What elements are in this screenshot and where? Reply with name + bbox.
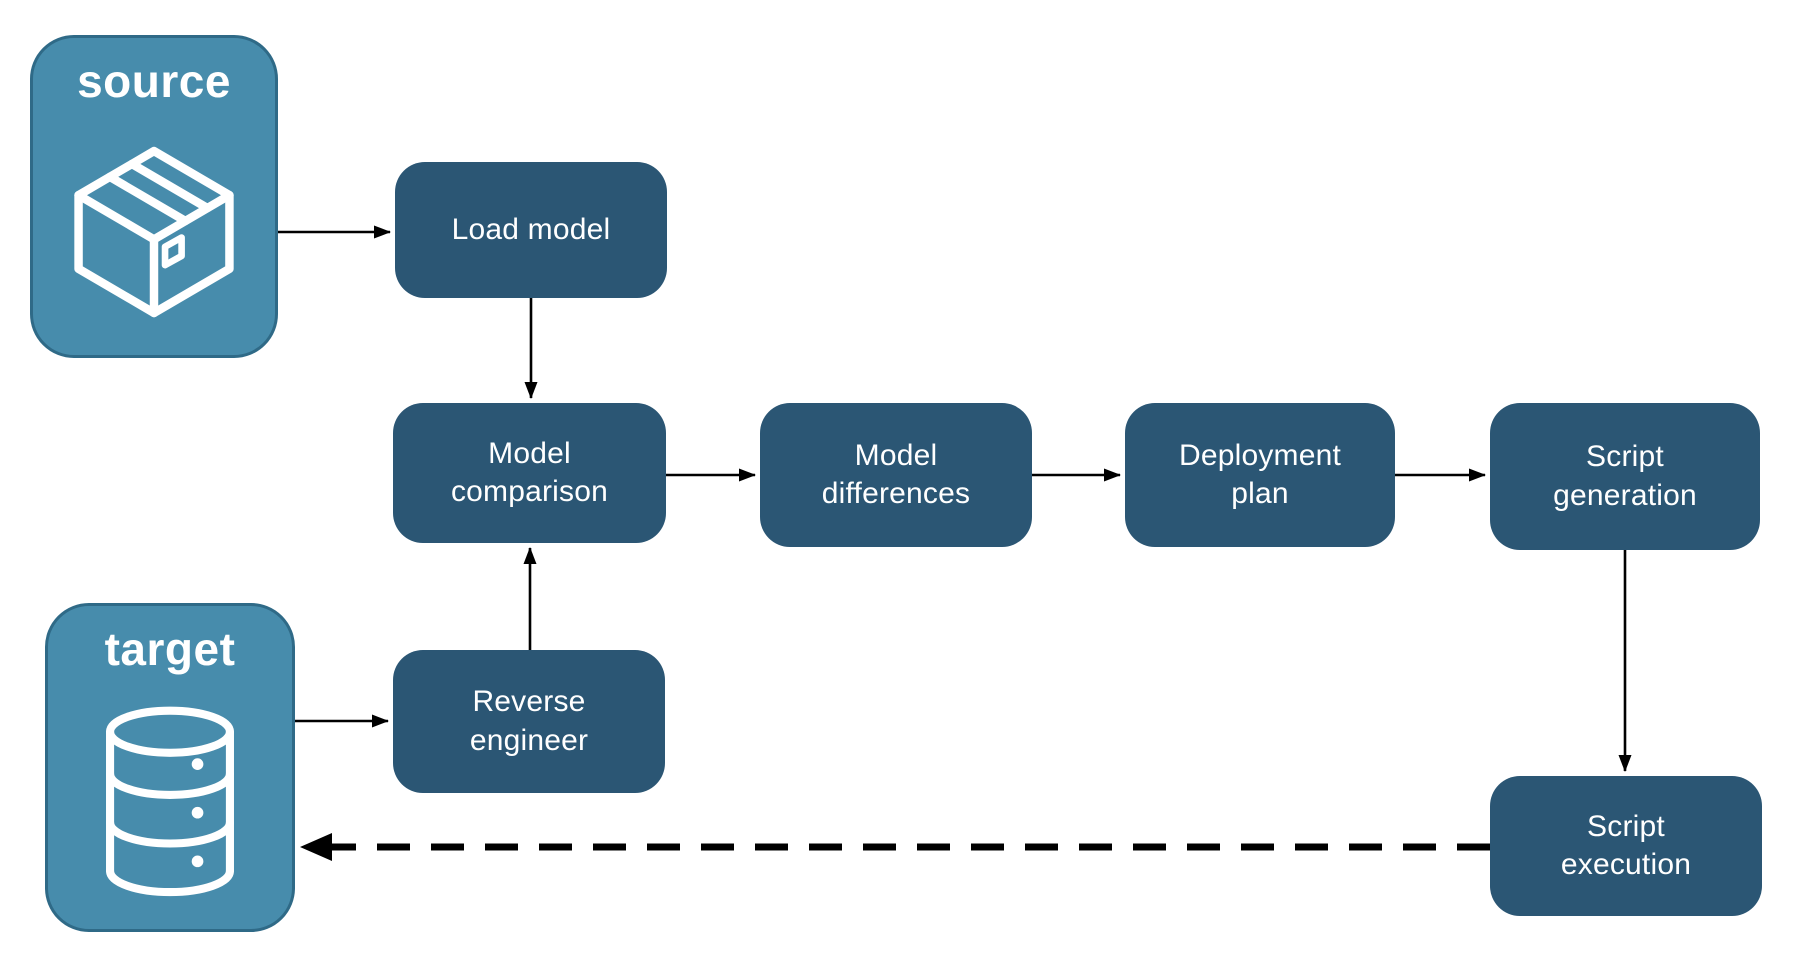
node-model-differences-label: Model differences	[821, 438, 971, 510]
node-reverse-engineer: Reverse engineer	[393, 650, 665, 793]
node-script-generation-label: Script generation	[1553, 440, 1697, 512]
node-reverse-engineer-label: Reverse engineer	[469, 685, 589, 757]
node-deployment-plan-label: Deployment plan	[1178, 438, 1342, 510]
node-script-generation: Script generation	[1490, 403, 1760, 550]
node-model-comparison: Model comparison	[393, 403, 666, 543]
database-icon	[48, 676, 292, 929]
container-target: target	[45, 603, 295, 932]
node-load-model-label: Load model	[451, 212, 611, 246]
package-icon	[33, 108, 275, 355]
node-load-model: Load model	[395, 162, 667, 298]
container-source: source	[30, 35, 278, 358]
source-label: source	[77, 55, 231, 107]
node-script-execution: Script execution	[1490, 776, 1762, 916]
node-script-execution-label: Script execution	[1560, 809, 1692, 881]
node-deployment-plan: Deployment plan	[1125, 403, 1395, 547]
node-model-differences: Model differences	[760, 403, 1032, 547]
target-label: target	[104, 623, 236, 675]
node-model-comparison-label: Model comparison	[450, 436, 609, 508]
